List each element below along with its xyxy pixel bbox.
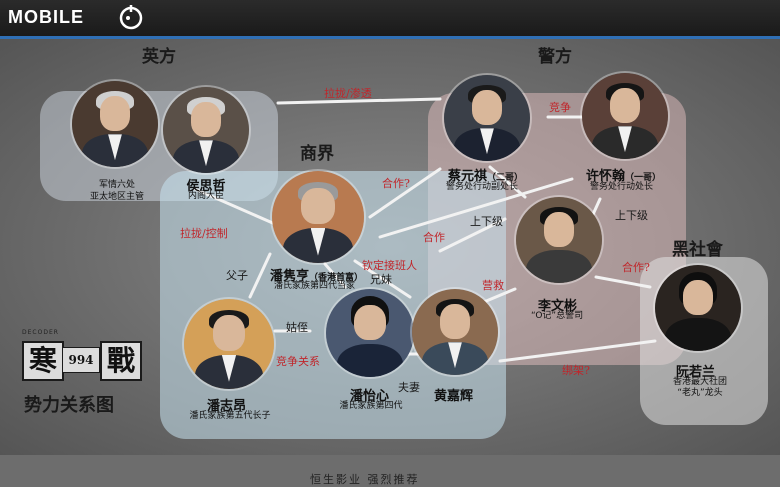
person-name: 阮若兰 — [676, 365, 716, 380]
diagram-subtitle: 势力关系图 — [24, 395, 114, 416]
relation-label: 竞争 — [549, 101, 571, 114]
role-text: 潘氏家族第五代长子 — [189, 411, 271, 421]
site-header-bar: MOBILE — [0, 0, 780, 36]
relation-label: 营救 — [482, 279, 504, 292]
person-name: 黄嘉辉 — [434, 389, 474, 404]
portrait-pan-zhiang — [184, 299, 274, 389]
title-char-left: 寒 — [22, 341, 64, 381]
portrait-hou-sizhe — [163, 87, 249, 173]
role-text: 潘氏家族第四代当家 — [274, 281, 356, 291]
portrait-li-wenbin — [516, 197, 602, 283]
portrait-mi6-chief — [72, 81, 158, 167]
relation-label: 合作? — [622, 261, 650, 274]
relation-label: 上下级 — [615, 209, 648, 222]
relation-label: 姑侄 — [286, 321, 308, 334]
role-text: “O记”总警司 — [531, 311, 584, 321]
role-text: 香港最大社团 — [672, 377, 727, 387]
role-text: 军情六处 — [98, 180, 135, 190]
title-small-text: DECODER — [22, 329, 59, 336]
portrait-pan-yixin — [326, 289, 414, 377]
portrait-xu-huaihan — [582, 73, 668, 159]
relation-label: 上下级 — [470, 215, 503, 228]
person-name: 潘怡心 — [350, 389, 390, 404]
site-logo[interactable]: MOBILE — [8, 7, 84, 27]
relation-label: 钦定接班人 — [362, 259, 417, 272]
logo-robot-icon — [119, 5, 143, 30]
relation-label: 父子 — [226, 269, 248, 282]
relation-label: 拉拢/控制 — [180, 227, 228, 240]
group-title-business: 商界 — [300, 144, 334, 164]
role-text: 潘氏家族第四代 — [339, 401, 403, 411]
title-char-right: 戰 — [100, 341, 142, 381]
person-name: 潘志昂 — [207, 399, 247, 414]
relation-label: 竞争关系 — [276, 355, 320, 368]
person-name: 潘隽亨（香港首富） — [270, 269, 364, 284]
portrait-cai-yuanqi — [444, 75, 530, 161]
portrait-huang-jiahui — [412, 289, 498, 375]
relationship-diagram: 英方 警方 商界 黑社會 拉拢/渗透 竞争 合作? 拉拢/控制 上下级 上下级 … — [0, 39, 780, 486]
relation-label: 夫妻 — [398, 381, 420, 394]
title-year: 994 — [62, 347, 100, 373]
header-accent-bar — [0, 36, 780, 39]
role-text: 警务处行动处长 — [590, 182, 654, 192]
role-text: 内阁大臣 — [187, 191, 224, 201]
group-title-uk: 英方 — [142, 47, 176, 67]
person-name: 许怀翰（一哥） — [586, 169, 662, 184]
relation-label: 合作? — [382, 177, 410, 190]
footer-credit: 恒生影业 强烈推荐 — [310, 473, 420, 486]
relation-label: 合作 — [423, 231, 445, 244]
role-text: “老丸”龙头 — [677, 388, 723, 398]
relation-label: 兄妹 — [370, 273, 392, 286]
role-text: 警务处行动副处长 — [446, 182, 519, 192]
group-title-triad: 黑社會 — [672, 240, 723, 260]
person-name: 蔡元祺（二哥） — [448, 169, 524, 184]
relation-label: 绑架? — [562, 364, 590, 377]
relation-label: 拉拢/渗透 — [324, 87, 372, 100]
person-name: 侯思哲 — [186, 179, 226, 194]
person-name: 李文彬 — [538, 299, 578, 314]
portrait-pan-junheng — [272, 171, 364, 263]
group-title-police: 警方 — [538, 47, 572, 67]
role-text: 亚太地区主管 — [89, 192, 144, 202]
portrait-ruan-ruolan — [655, 265, 741, 351]
